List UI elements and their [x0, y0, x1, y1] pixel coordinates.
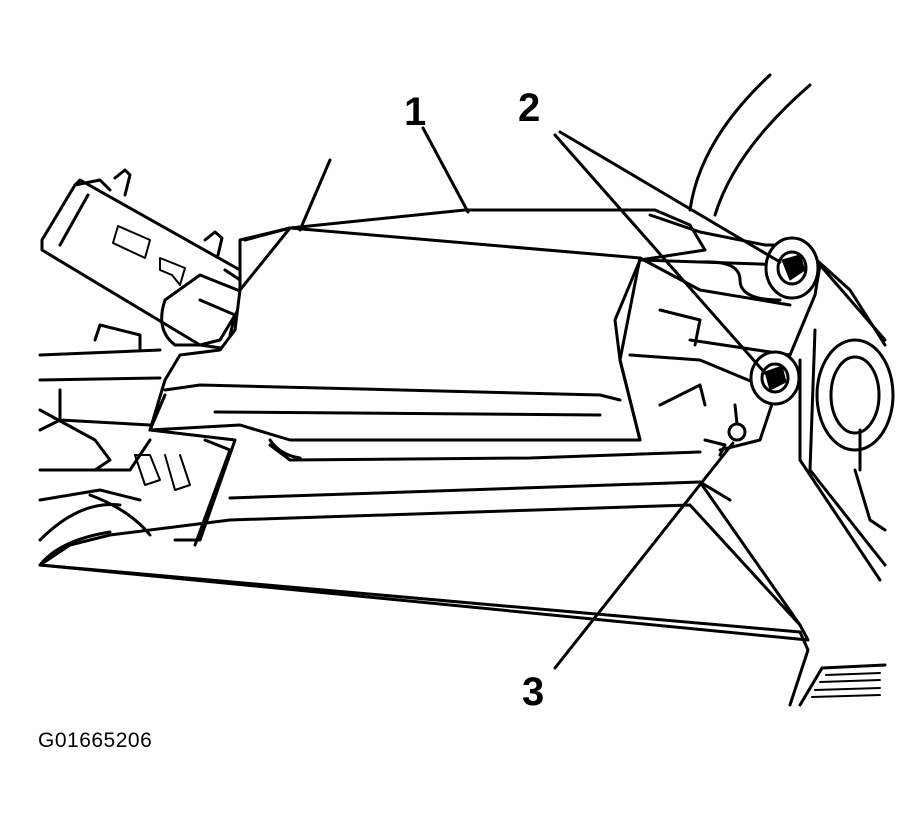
leader-2b [553, 133, 767, 375]
callout-label-1: 1 [404, 90, 427, 134]
callout-label-3: 3 [522, 670, 545, 714]
callout-label-2: 2 [518, 86, 541, 130]
left-structure [38, 323, 237, 547]
leader-stub [298, 158, 332, 232]
locating-pin [727, 403, 747, 442]
right-structure [688, 73, 895, 582]
leader-2a [558, 130, 782, 264]
leader-lines [298, 126, 782, 670]
fastener-upper [764, 236, 820, 300]
figure-id-label: G01665206 [38, 729, 153, 752]
dash-panel [38, 480, 810, 707]
leader-3 [553, 441, 735, 670]
fastener-lower [749, 350, 801, 406]
vent-grille [798, 663, 887, 707]
leader-1 [421, 126, 470, 214]
control-module [148, 208, 707, 462]
